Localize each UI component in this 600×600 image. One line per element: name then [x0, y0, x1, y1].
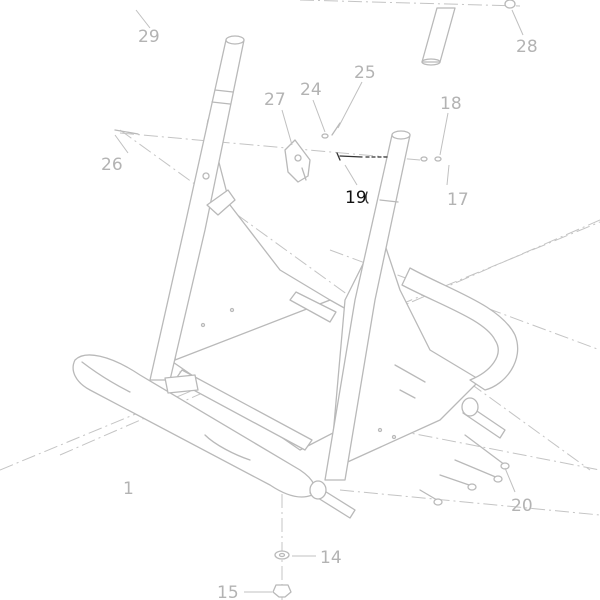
label-25: 25 — [354, 63, 376, 83]
label-27: 27 — [264, 90, 286, 110]
label-28: 28 — [516, 37, 538, 57]
bolts-20 — [419, 434, 510, 506]
label-19: 19 — [345, 188, 367, 208]
callout-labels: 29 28 27 24 25 18 26 19 17 1 20 14 15 — [101, 27, 538, 600]
label-1: 1 — [123, 479, 134, 499]
part-28-tube — [421, 0, 516, 66]
label-14: 14 — [320, 548, 342, 568]
right-rocker-tube — [401, 267, 519, 391]
label-17: 17 — [447, 190, 469, 210]
leader-lines — [114, 9, 524, 593]
screw-24 — [321, 133, 329, 139]
label-20: 20 — [511, 496, 533, 516]
washer-17 — [420, 156, 442, 162]
washer-and-nut — [272, 550, 292, 598]
label-18: 18 — [440, 94, 462, 114]
back-upright-tube — [149, 35, 245, 381]
label-29: 29 — [138, 27, 160, 47]
axle-stubs — [164, 374, 506, 519]
label-15: 15 — [217, 583, 239, 600]
part-19-pin[interactable] — [336, 152, 391, 204]
label-26: 26 — [101, 155, 123, 175]
label-24: 24 — [300, 80, 322, 100]
bracket-27 — [284, 139, 311, 183]
front-upright-tube — [324, 130, 411, 481]
screw-25 — [331, 122, 341, 136]
rear-bar — [174, 291, 337, 451]
screw-26 — [114, 129, 139, 135]
